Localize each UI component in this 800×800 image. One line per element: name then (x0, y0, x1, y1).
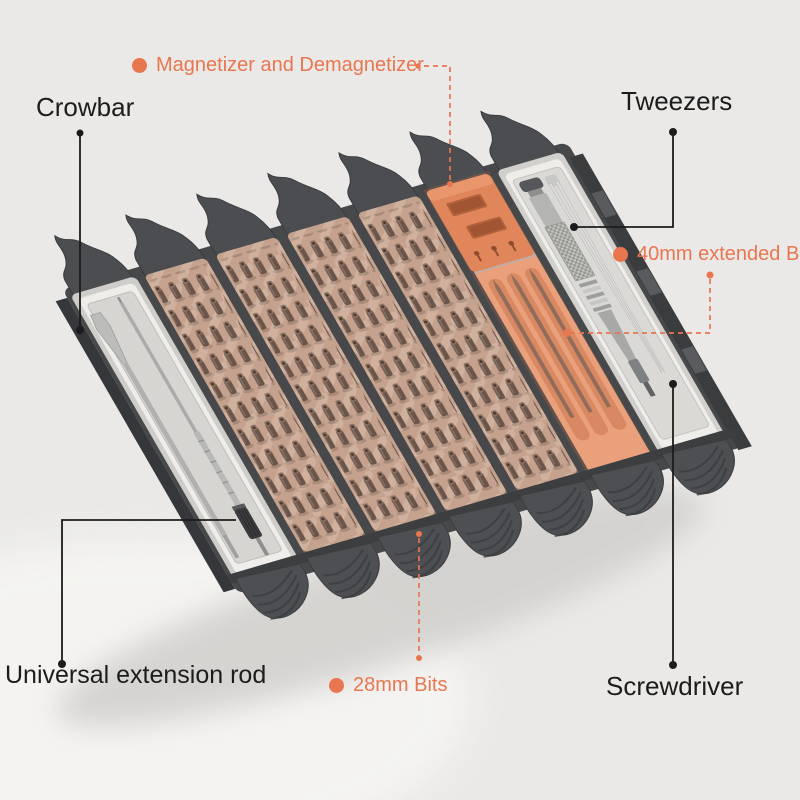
rail-latch (636, 268, 662, 296)
extended-bits-connector (563, 271, 714, 337)
bit-tray (358, 196, 581, 495)
tweezers-connector (570, 128, 677, 231)
label-crowbar: Crowbar (36, 92, 135, 122)
magnetizer-connector (415, 63, 453, 187)
bullet-icon (132, 58, 147, 73)
label-40mm-extended-bits-text: 40mm extended Bits (637, 243, 800, 265)
bottom-hinge-rail (227, 427, 738, 584)
crowbar-connector (76, 129, 84, 334)
label-universal-extension-rod: Universal extension rod (5, 661, 267, 689)
panel-right (498, 153, 725, 456)
panel-left (72, 277, 299, 580)
extension-rod-connector (58, 519, 236, 668)
highlight-wash (423, 170, 654, 476)
rail-latch (681, 346, 707, 374)
label-40mm-extended-bits: 40mm extended Bits (613, 243, 800, 266)
tool-case (40, 97, 752, 625)
extension-rod-tool (116, 296, 270, 556)
callout-lines (58, 63, 714, 669)
bullet-icon (329, 678, 344, 693)
case-shadow (56, 489, 704, 727)
label-tweezers: Tweezers (621, 86, 733, 116)
label-screwdriver: Screwdriver (606, 671, 744, 701)
label-magnetizer: Magnetizer and Demagnetizer (132, 54, 424, 77)
label-28mm-bits: 28mm Bits (329, 674, 447, 697)
rail-latch (591, 190, 617, 218)
bits-28mm-connector (416, 531, 422, 661)
screwdriver-tool (519, 177, 656, 397)
crowbar-tool (90, 312, 240, 559)
bit-tray (145, 258, 368, 558)
tweezers-tool (544, 174, 666, 374)
magnetizer-block (427, 174, 534, 272)
label-28mm-bits-text: 28mm Bits (353, 674, 448, 696)
screwdriver-connector (669, 380, 677, 669)
bit-tray (287, 217, 510, 516)
screw-icons (473, 240, 517, 262)
bullet-icon (613, 247, 628, 262)
case-left-spine (55, 297, 236, 593)
magnetizer-strip (423, 170, 654, 476)
extended-bits-tray (475, 256, 650, 470)
label-magnetizer-text: Magnetizer and Demagnetizer (156, 54, 424, 76)
